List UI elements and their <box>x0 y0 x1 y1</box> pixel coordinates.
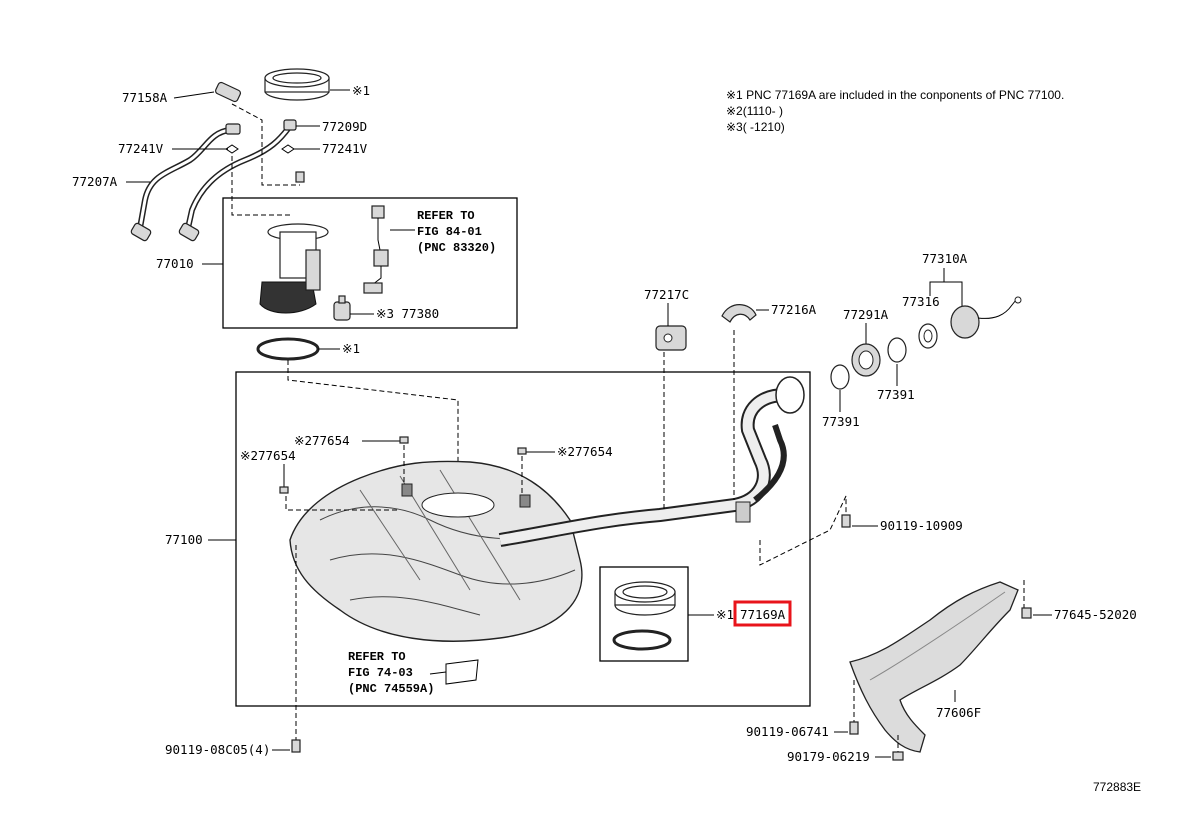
fuel-tube-77207A-part[interactable] <box>130 123 241 242</box>
callout-77158A[interactable]: 77158A <box>122 90 168 105</box>
lock-ring-sub-box <box>599 566 689 662</box>
callout-77606F[interactable]: 77606F <box>936 705 981 720</box>
callout-77100[interactable]: 77100 <box>165 532 203 547</box>
bracket-77217C-part[interactable] <box>655 325 687 351</box>
callout-77310A[interactable]: 77310A <box>922 251 968 266</box>
refer-84-line3: (PNC 83320) <box>417 241 496 255</box>
fuel-tank-part[interactable] <box>289 460 583 642</box>
note-1: ※1 PNC 77169A are included in the conpon… <box>726 88 1064 102</box>
seal-77391-left-part[interactable] <box>830 364 850 390</box>
callout-277654-left[interactable]: ※277654 <box>240 448 296 463</box>
callout-77645-52020[interactable]: 77645-52020 <box>1054 607 1137 622</box>
callout-90119-06741[interactable]: 90119-06741 <box>746 724 829 739</box>
callout-77241V-right[interactable]: 77241V <box>322 141 368 156</box>
fuel-pump-box <box>222 197 518 329</box>
note-2: ※2(1110- ) <box>726 104 783 118</box>
filter-77380-part[interactable] <box>333 295 351 321</box>
lock-ring-77169A-part[interactable] <box>612 581 676 651</box>
callout-77391-right[interactable]: 77391 <box>877 387 915 402</box>
callout-77217C[interactable]: 77217C <box>644 287 689 302</box>
callout-77010[interactable]: 77010 <box>156 256 194 271</box>
gasket-top-part[interactable] <box>256 337 320 361</box>
refer-74-line2[interactable]: FIG 74-03 <box>348 666 413 680</box>
note-3: ※3( -1210) <box>726 120 785 134</box>
fuel-tube-77209D-part[interactable] <box>178 119 297 242</box>
callout-77207A[interactable]: 77207A <box>72 174 118 189</box>
sender-gauge-part[interactable] <box>363 205 389 294</box>
callout-77380[interactable]: ※3 77380 <box>376 306 439 321</box>
callout-77169A-mark: ※1 <box>716 607 734 622</box>
callout-277654-center[interactable]: ※277654 <box>294 433 350 448</box>
callout-90119-08C05[interactable]: 90119-08C05(4) <box>165 742 270 757</box>
inlet-ring-77291A-part[interactable] <box>851 343 881 377</box>
figure-id: 772883E <box>1093 780 1141 794</box>
refer-84-line2[interactable]: FIG 84-01 <box>417 225 482 239</box>
protector-77606F-part[interactable] <box>849 581 1019 753</box>
clamp-77216A-part[interactable] <box>721 304 757 323</box>
callout-77391-left[interactable]: 77391 <box>822 414 860 429</box>
callout-90119-10909[interactable]: 90119-10909 <box>880 518 963 533</box>
callout-77291A[interactable]: 77291A <box>843 307 889 322</box>
callout-77241V-left[interactable]: 77241V <box>118 141 164 156</box>
refer-74-line3: (PNC 74559A) <box>348 682 434 696</box>
lock-ring-top-part[interactable] <box>264 68 330 101</box>
sender-plug-part[interactable] <box>214 81 242 103</box>
fuel-pump-assembly-part[interactable] <box>259 223 329 314</box>
seal-77391-right-part[interactable] <box>887 337 907 363</box>
filler-pipe-part[interactable] <box>498 376 805 547</box>
fuel-tank-box <box>235 371 811 707</box>
refer-84-line1: REFER TO <box>417 209 475 223</box>
callout-77316[interactable]: 77316 <box>902 294 940 309</box>
gasket-77316-part[interactable] <box>918 323 938 349</box>
refer-74-line1: REFER TO <box>348 650 406 664</box>
callout-77169A[interactable]: 77169A <box>740 607 786 622</box>
callout-90179-06219[interactable]: 90179-06219 <box>787 749 870 764</box>
callout-277654-right[interactable]: ※277654 <box>557 444 613 459</box>
fuel-cap-part[interactable] <box>950 296 1022 339</box>
highlight-77169A <box>733 600 792 627</box>
callout-77209D[interactable]: 77209D <box>322 119 367 134</box>
callout-gasket-top: ※1 <box>342 341 360 356</box>
callout-77216A[interactable]: 77216A <box>771 302 817 317</box>
callout-ring-top: ※1 <box>352 83 370 98</box>
